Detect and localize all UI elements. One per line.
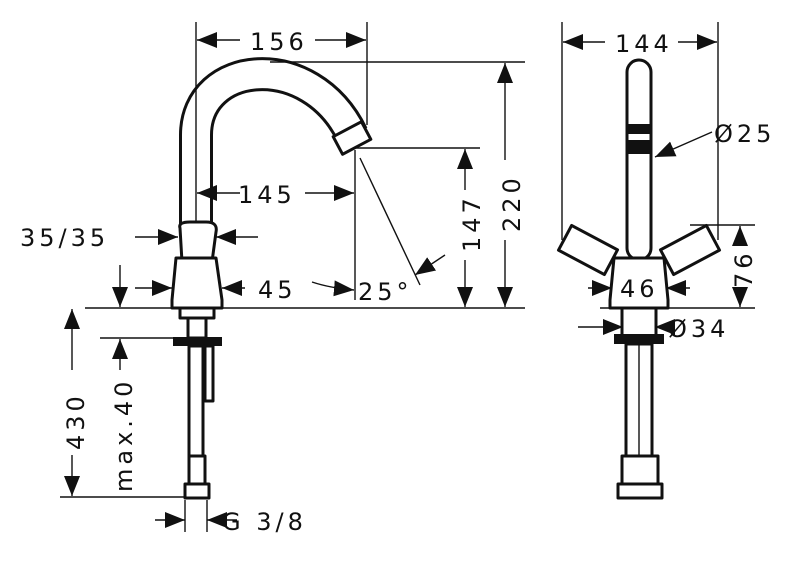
- dim-handle-span: 144: [615, 30, 673, 58]
- body: [170, 256, 224, 310]
- spout-nozzle: [331, 120, 373, 156]
- left-handle: [556, 223, 620, 277]
- dim-outlet-height: 147: [458, 194, 486, 252]
- dim-spout-diameter: Ø25: [714, 120, 775, 148]
- right-handle: [658, 223, 722, 277]
- supply-hose: [187, 344, 205, 458]
- dim-thread: G 3/8: [222, 508, 307, 536]
- side-dimension-arrows: [64, 32, 513, 528]
- dim-front-body-width: 46: [620, 275, 659, 303]
- dim-spout-reach: 156: [250, 28, 308, 56]
- front-view-faucet: [556, 22, 755, 500]
- dim-hose-length: 430: [62, 392, 90, 450]
- dim-total-height: 220: [498, 174, 526, 232]
- front-dimension-arrows: [563, 34, 748, 335]
- dim-body-width: 45: [258, 276, 297, 304]
- dim-max-deck: max.40: [110, 378, 138, 492]
- reference-lines: [60, 22, 525, 532]
- mounting-plate: [173, 337, 222, 346]
- spout-front: [625, 58, 653, 262]
- dim-spout-angle: 25°: [358, 278, 413, 306]
- nozzle-band: [627, 124, 651, 134]
- dim-handle-height: 76: [730, 249, 758, 288]
- dim-base-diameter: Ø34: [668, 315, 729, 343]
- spout-inner: [182, 60, 365, 230]
- dim-outlet-distance: 145: [238, 181, 296, 209]
- hose-connector: [183, 482, 211, 500]
- side-view-faucet: [170, 22, 373, 500]
- dim-handle-width: 35/35: [20, 224, 109, 252]
